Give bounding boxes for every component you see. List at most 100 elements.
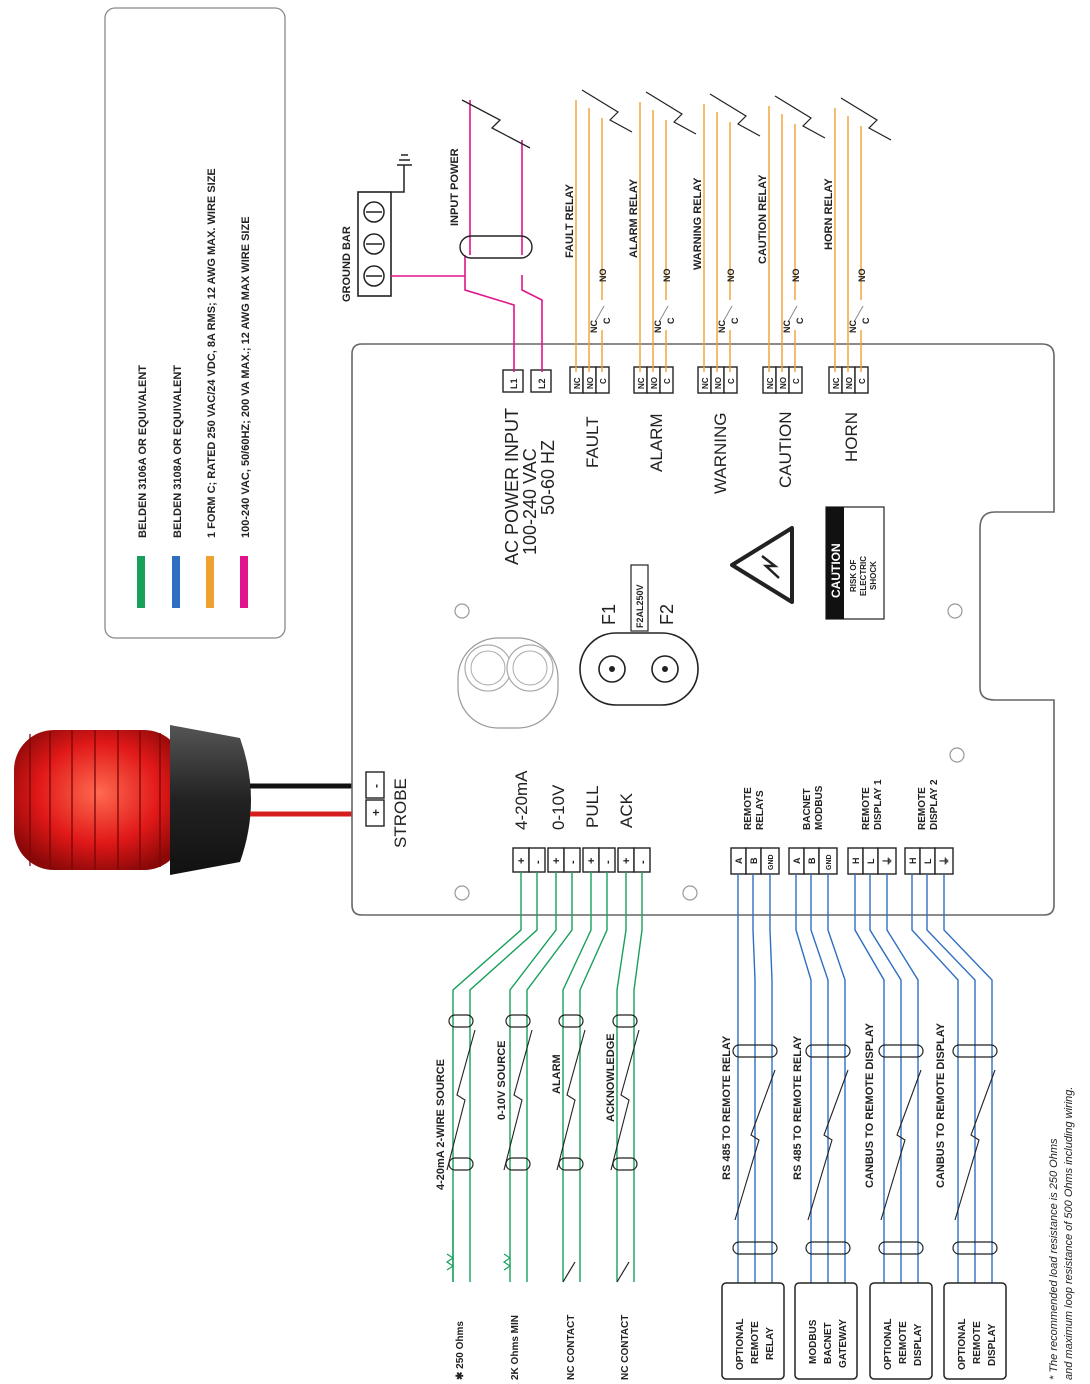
comm-wire [869,874,902,1283]
cable-shield [878,1044,924,1058]
svg-text:C: C [861,317,871,324]
comm-wire [943,874,993,1283]
ground-bar: GROUND BAR [341,154,412,302]
svg-text:L: L [866,858,876,864]
cable-shield [805,1241,851,1255]
svg-text:OPTIONAL: OPTIONAL [735,1318,746,1370]
fuse-holders: F1 F2 F2AL250V [457,564,699,729]
svg-text:WARNING RELAY: WARNING RELAY [692,177,704,270]
input-wire [469,872,538,1282]
svg-text:RS 485 TO REMOTE RELAY: RS 485 TO REMOTE RELAY [792,1035,804,1180]
fault-label: FAULT [583,416,602,468]
controller-board [351,343,1055,916]
svg-text:C: C [663,378,672,384]
comm-labels: REMOTE RELAYS BACNET MODBUS REMOTE DISPL… [743,779,940,830]
svg-text:PULL: PULL [583,785,602,828]
comm-wire [769,874,773,1283]
input-wire [616,872,627,1282]
relay-labels: FAULT RELAY ALARM RELAY WARNING RELAY CA… [564,174,835,270]
svg-text:L2: L2 [537,378,547,389]
strobe-terminal-block: - + STROBE [365,771,410,848]
svg-text:C: C [858,378,867,384]
svg-text:NC: NC [848,320,858,333]
svg-text:RELAYS: RELAYS [755,790,766,830]
comm-wire [886,874,919,1283]
svg-text:HORN RELAY: HORN RELAY [823,178,835,250]
cable-shield [952,1044,998,1058]
svg-text:✱ 250 Ohms: ✱ 250 Ohms [455,1321,466,1380]
svg-text:B: B [749,857,759,864]
svg-text:0-10V: 0-10V [549,784,568,830]
ac-power-label: AC POWER INPUT 100-240 VAC 50-60 HZ [502,408,558,565]
contact-symbol [616,1261,630,1283]
svg-text:* The recommended load resista: * The recommended load resistance is 250… [1048,1138,1060,1380]
svg-text:C: C [795,317,805,324]
cable-shield [558,1014,584,1028]
svg-text:C: C [730,317,740,324]
svg-text:NO: NO [586,377,595,389]
svg-text:+: + [516,858,528,864]
svg-text:NO: NO [714,377,723,389]
break-mark [734,1069,776,1221]
svg-text:0-10V SOURCE: 0-10V SOURCE [496,1041,508,1120]
svg-text:ACK: ACK [617,792,636,828]
comm-wire [854,874,885,1283]
contact-mark [787,305,798,323]
svg-text:-: - [567,860,579,864]
input-wiring [445,872,643,1283]
svg-text:REMOTE: REMOTE [898,1321,909,1364]
svg-text:C: C [727,378,736,384]
svg-text:A: A [792,857,802,864]
svg-text:ALARM RELAY: ALARM RELAY [628,178,640,258]
break-mark [807,1069,849,1221]
svg-text:F2AL250V: F2AL250V [635,584,645,628]
comm-wire [926,874,976,1283]
relay-terminals: NC NO C FAULT NC NO C ALARM NC NO C WARN… [569,366,869,494]
horn-label: HORN [842,412,861,462]
cable-shield [612,1014,638,1028]
svg-text:DISPLAY 1: DISPLAY 1 [873,779,884,830]
cable-shield [952,1241,998,1255]
svg-text:L: L [923,858,933,864]
svg-text:AC POWER INPUT: AC POWER INPUT [502,408,522,565]
svg-text:100-240 VAC: 100-240 VAC [520,448,540,555]
svg-text:C: C [602,317,612,324]
input-wire [526,872,573,1282]
relay-wiring [575,89,892,372]
svg-text:NC: NC [782,320,792,333]
device-boxes: OPTIONAL REMOTE RELAY MODBUS BACNET GATE… [721,1282,1007,1380]
svg-text:ALARM: ALARM [551,1054,563,1094]
svg-text:NC CONTACT: NC CONTACT [566,1315,577,1380]
svg-text:NC: NC [701,377,710,389]
svg-text:REMOTE: REMOTE [917,787,928,830]
svg-text:CAUTION: CAUTION [829,543,843,598]
svg-text:H: H [908,858,918,865]
svg-text:50-60 HZ: 50-60 HZ [538,440,558,515]
svg-text:NO: NO [857,269,867,283]
strobe-beacon [14,725,368,875]
svg-text:and maximum loop resistance of: and maximum loop resistance of 500 Ohms … [1063,1087,1075,1380]
svg-text:NC: NC [717,320,727,333]
caution-terminal-block: NC NO C CAUTION [762,366,803,488]
svg-text:GATEWAY: GATEWAY [838,1319,849,1368]
svg-text:OPTIONAL: OPTIONAL [957,1318,968,1370]
svg-text:BACNET: BACNET [823,1322,834,1364]
svg-text:2K Ohms MIN: 2K Ohms MIN [510,1315,521,1380]
svg-text:MODBUS: MODBUS [808,1319,819,1364]
contact-mark [853,305,864,323]
svg-text:⏚: ⏚ [882,856,894,866]
svg-text:-: - [532,860,544,864]
break-mark [446,1029,476,1171]
svg-text:CAUTION RELAY: CAUTION RELAY [757,174,769,264]
contact-symbol [562,1261,576,1283]
svg-text:GND: GND [768,854,775,870]
svg-text:FAULT RELAY: FAULT RELAY [564,183,576,258]
svg-text:NC: NC [653,320,663,333]
svg-text:INPUT POWER: INPUT POWER [449,148,461,226]
footnote: * The recommended load resistance is 250… [1048,1087,1075,1380]
svg-text:L1: L1 [509,378,519,389]
source-labels: 4-20mA 2-WIRE SOURCE 0-10V SOURCE ALARM … [435,1033,617,1190]
load-labels: ✱ 250 Ohms 2K Ohms MIN NC CONTACT NC CON… [455,1315,631,1380]
svg-text:NO: NO [598,269,608,283]
